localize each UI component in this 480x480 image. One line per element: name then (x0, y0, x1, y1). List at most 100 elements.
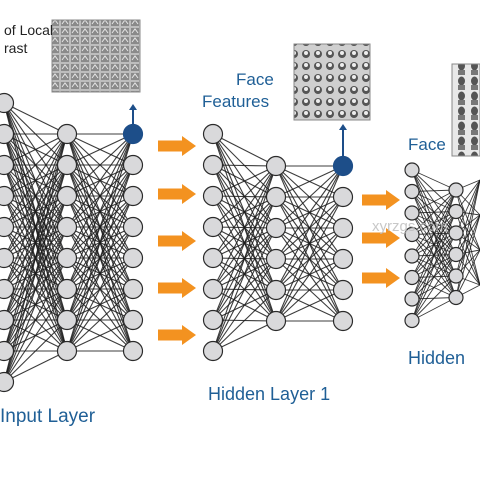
connection-line (212, 164, 277, 167)
arrows-and-thumbnails (51, 19, 480, 345)
neuron (0, 371, 15, 393)
connection-line (275, 165, 344, 198)
hidden-layer-1-label: Hidden Layer 1 (208, 384, 331, 404)
neuron (404, 183, 420, 200)
neuron (404, 248, 420, 264)
neuron (122, 185, 144, 207)
neuron (56, 185, 78, 207)
connection-line (411, 254, 457, 321)
connection-line (3, 319, 68, 383)
neuron (448, 182, 464, 198)
connection-line (455, 179, 480, 234)
connection-line (66, 319, 134, 352)
watermark-text: xyrzgs.com (372, 218, 448, 235)
connection-line (212, 165, 277, 352)
connection-line (3, 133, 68, 321)
connection-line (411, 189, 457, 235)
connection-line (411, 275, 457, 321)
local-contrast-label-line1: of Local (4, 22, 54, 38)
neuron (332, 248, 354, 270)
connection-line (212, 165, 277, 197)
connection-line (275, 227, 344, 322)
connection-line (3, 350, 68, 383)
connection-line (411, 189, 457, 257)
neuron (122, 247, 144, 269)
neuron (202, 185, 224, 207)
connection-line (212, 165, 277, 259)
active-neuron (122, 123, 144, 145)
neuron (448, 246, 464, 263)
face-features-image (293, 43, 371, 121)
connection-line (212, 258, 277, 352)
neuron (56, 340, 78, 362)
neuron (404, 205, 420, 221)
neuron (122, 340, 144, 362)
neuron (448, 289, 464, 306)
connection-line (66, 257, 134, 352)
local-contrast-features-image (51, 19, 141, 93)
neuron (332, 310, 354, 332)
connection-line (212, 165, 277, 228)
neuron (56, 278, 78, 300)
connection-lines (3, 102, 480, 383)
connection-line (3, 288, 68, 383)
neuron (0, 216, 15, 238)
hidden-layer-2-label: Hidden (408, 348, 466, 368)
neuron (404, 312, 420, 329)
orange-right-arrow (158, 231, 196, 251)
connection-line (66, 226, 134, 352)
connection-line (411, 189, 457, 214)
neuron (0, 123, 15, 145)
connection-line (66, 195, 134, 352)
connection-line (66, 133, 134, 290)
neuron (56, 123, 78, 145)
neuron (265, 310, 287, 332)
orange-right-arrow (158, 325, 196, 345)
connection-line (3, 133, 68, 290)
orange-right-arrow (158, 278, 196, 298)
neuron (0, 340, 15, 362)
neuron (202, 340, 224, 362)
connection-line (3, 133, 68, 166)
connection-line (212, 289, 277, 352)
neuron (202, 309, 224, 331)
face-features-label-line2: Features (202, 92, 270, 111)
connection-line (411, 232, 457, 321)
connection-line (455, 179, 480, 255)
connection-line (212, 165, 277, 290)
neuron (122, 154, 144, 176)
orange-right-arrow (362, 228, 400, 248)
connection-line (66, 133, 134, 228)
neuron (56, 216, 78, 238)
connection-line (3, 133, 68, 228)
neuron (404, 162, 420, 178)
connection-line (3, 164, 68, 383)
connection-line (411, 211, 457, 321)
connection-line (212, 227, 277, 352)
connection-line (455, 249, 480, 298)
neuron (265, 248, 287, 270)
neuron-nodes (0, 92, 464, 393)
neuron (202, 154, 224, 176)
neuron (265, 186, 287, 208)
connection-line (66, 288, 134, 352)
connection-line (455, 214, 480, 298)
neuron (122, 278, 144, 300)
neuron (0, 247, 15, 269)
orange-right-arrow (158, 136, 196, 156)
neuron (265, 217, 287, 239)
connection-line (411, 169, 457, 191)
connection-line (3, 133, 68, 352)
neuron (404, 269, 420, 286)
connection-line (66, 133, 134, 197)
connection-line (411, 189, 457, 300)
connection-line (3, 102, 68, 135)
connection-line (275, 289, 344, 322)
neuron (122, 216, 144, 238)
connection-line (212, 165, 277, 321)
neuron (0, 92, 15, 114)
connection-line (66, 164, 134, 352)
connection-line (3, 257, 68, 383)
connection-line (275, 258, 344, 322)
